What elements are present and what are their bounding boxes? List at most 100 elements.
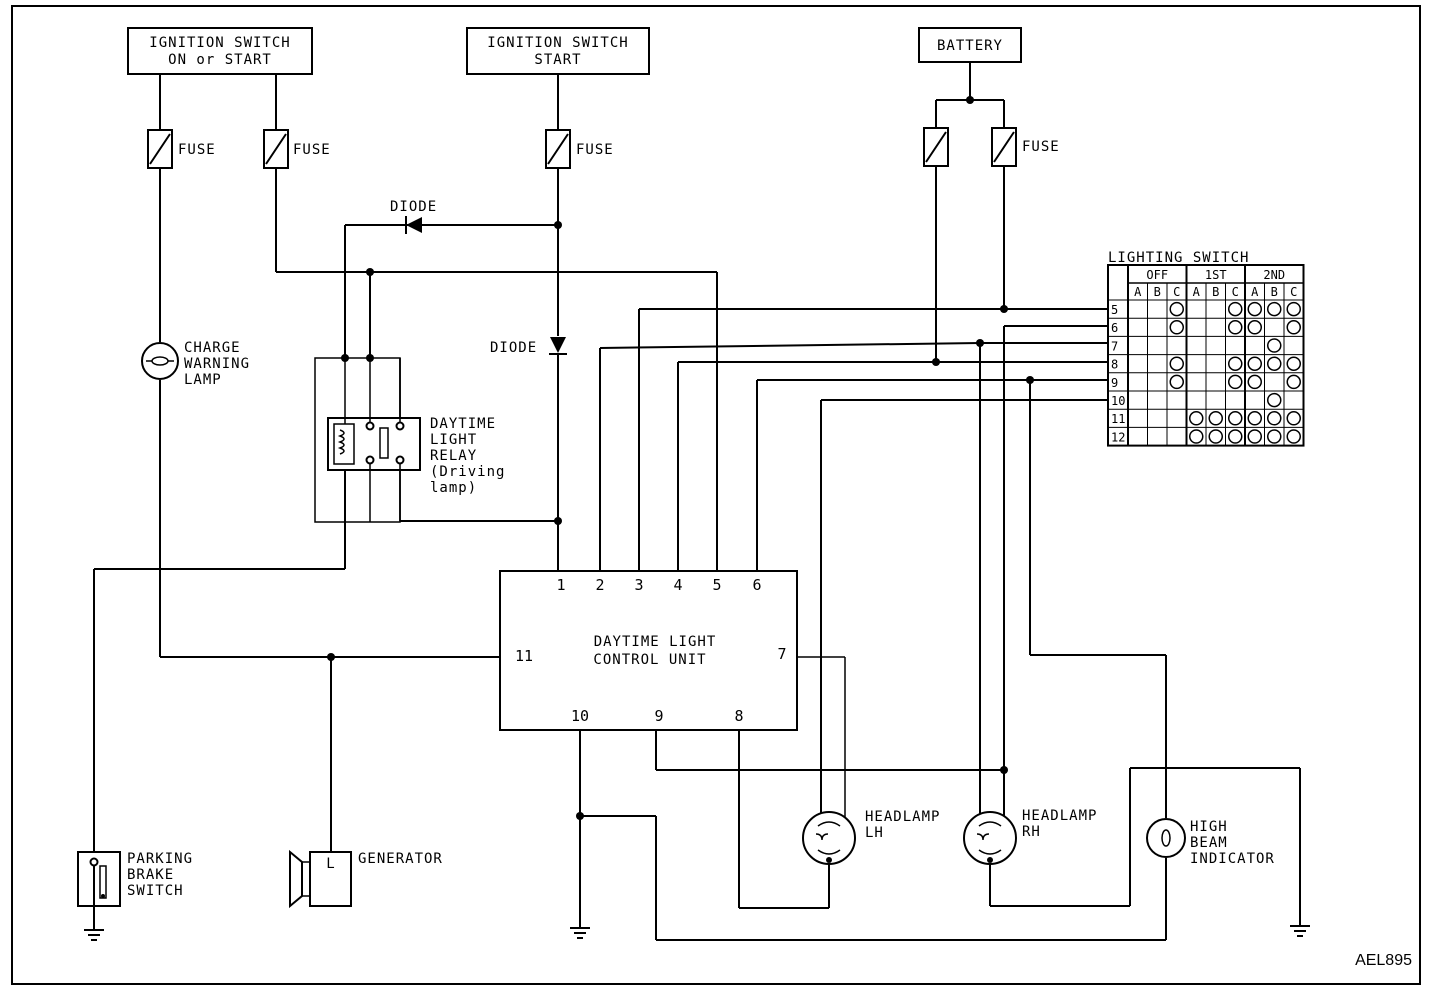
pin-11: 11 (515, 647, 533, 665)
fuse-3-label: FUSE (576, 142, 614, 158)
charge-warning-lamp: CHARGE WARNING LAMP (141, 340, 250, 388)
lighting-switch-contact (1286, 320, 1301, 335)
lighting-switch-contact (1169, 301, 1184, 317)
generator: L GENERATOR (289, 849, 443, 909)
lighting-switch-subcol-a: A (1251, 285, 1259, 299)
fuse-2: FUSE (263, 74, 331, 169)
lighting-switch-contact (1169, 320, 1184, 335)
headlamp-rh-line2: RH (1022, 824, 1041, 840)
pin-5: 5 (712, 576, 721, 594)
diode-1: DIODE (390, 199, 437, 234)
lighting-switch-contact (1286, 411, 1301, 426)
charge-lamp-line2: WARNING (184, 356, 250, 372)
lighting-switch-subcol-c: C (1232, 285, 1239, 299)
ignition-start-line2: START (534, 52, 581, 68)
battery-box: BATTERY (918, 27, 1022, 63)
ground-icon (84, 929, 104, 941)
lighting-switch-position-1st: 1ST (1205, 268, 1227, 282)
high-beam-indicator: HIGH BEAM INDICATOR (1146, 818, 1275, 867)
lighting-switch-contact (1228, 411, 1243, 426)
ignition-start-line1: IGNITION SWITCH (487, 35, 628, 51)
lighting-switch-contact (1247, 374, 1262, 390)
lighting-switch-contact (1228, 301, 1243, 317)
ground-icon (1290, 925, 1310, 937)
ground-icon (570, 927, 590, 939)
battery-fuse-label: FUSE (1022, 139, 1060, 155)
lighting-switch-subcol-a: A (1134, 285, 1142, 299)
control-unit-title-line2: CONTROL UNIT (593, 652, 706, 668)
pin-1: 1 (556, 576, 565, 594)
headlamp-lh: HEADLAMP LH (802, 809, 940, 865)
daytime-light-control-unit: DAYTIME LIGHT CONTROL UNIT 1 2 3 4 5 6 7… (499, 570, 798, 731)
diagram-reference: AEL895 (1355, 952, 1412, 969)
lighting-switch-title: LIGHTING SWITCH (1108, 250, 1249, 266)
lighting-switch-contact (1228, 429, 1243, 444)
lighting-switch-subcol-b: B (1154, 285, 1161, 299)
fuse-2-label: FUSE (293, 142, 331, 158)
lighting-switch-contact (1267, 301, 1282, 317)
pin-9: 9 (654, 707, 663, 725)
diode-2-label: DIODE (490, 340, 537, 356)
high-beam-line1: HIGH (1190, 819, 1228, 835)
ignition-on-start-line1: IGNITION SWITCH (149, 35, 290, 51)
diagram-frame (11, 5, 1421, 985)
parking-brake-line2: BRAKE (127, 867, 174, 883)
battery-fuses: FUSE (923, 62, 1060, 167)
parking-brake-line1: PARKING (127, 851, 193, 867)
lighting-switch-contact (1286, 356, 1301, 371)
high-beam-line3: INDICATOR (1190, 851, 1275, 867)
lighting-switch-row-label: 10 (1111, 394, 1125, 408)
lighting-switch-subcol-b: B (1271, 285, 1278, 299)
relay-line5: lamp) (430, 480, 477, 496)
fuse-1: FUSE (147, 74, 215, 169)
pin-6: 6 (752, 576, 761, 594)
lighting-switch-row-label: 5 (1111, 303, 1118, 317)
relay-line1: DAYTIME (430, 416, 496, 432)
lighting-switch-row-label: 8 (1111, 358, 1118, 372)
lighting-switch-contact (1228, 356, 1243, 371)
lighting-switch-contact (1169, 374, 1184, 390)
lighting-switch-contact (1247, 301, 1262, 317)
pin-7: 7 (777, 645, 786, 663)
diode-2: DIODE (490, 337, 567, 356)
diode-1-label: DIODE (390, 199, 437, 215)
lighting-switch-contact (1247, 320, 1262, 335)
generator-terminal: L (326, 856, 335, 872)
parking-brake-switch: PARKING BRAKE SWITCH (77, 851, 193, 930)
relay-line3: RELAY (430, 448, 477, 464)
lighting-switch-contact (1208, 411, 1223, 426)
generator-label: GENERATOR (358, 851, 443, 867)
headlamp-lh-line1: HEADLAMP (865, 809, 940, 825)
lighting-switch-subcol-c: C (1173, 285, 1180, 299)
charge-lamp-line3: LAMP (184, 372, 222, 388)
lighting-switch-position-off: OFF (1146, 268, 1168, 282)
lighting-switch-contact (1169, 356, 1184, 371)
lighting-switch-contact (1267, 356, 1282, 371)
pin-8: 8 (734, 707, 743, 725)
lighting-switch-contact (1267, 429, 1282, 444)
high-beam-line2: BEAM (1190, 835, 1228, 851)
lighting-switch-subcol-a: A (1193, 285, 1201, 299)
charge-lamp-line1: CHARGE (184, 340, 241, 356)
lighting-switch-contact (1267, 392, 1282, 408)
lighting-switch-row-label: 11 (1111, 412, 1125, 426)
pin-2: 2 (595, 576, 604, 594)
lighting-switch-position-2nd: 2ND (1263, 268, 1285, 282)
daytime-light-relay: DAYTIME LIGHT RELAY (Driving lamp) (314, 354, 504, 523)
wires (93, 166, 1301, 941)
relay-line2: LIGHT (430, 432, 477, 448)
lighting-switch-contact (1286, 429, 1301, 444)
lighting-switch-row-label: 6 (1111, 321, 1118, 335)
lighting-switch-row-label: 7 (1111, 339, 1118, 353)
lighting-switch-contact (1208, 429, 1223, 444)
lighting-switch-contact (1189, 411, 1204, 426)
ignition-start-box: IGNITION SWITCH START (466, 27, 650, 75)
lighting-switch-contact (1247, 411, 1262, 426)
lighting-switch-contact (1247, 356, 1262, 371)
ignition-on-start-line2: ON or START (168, 52, 272, 68)
lighting-switch-contact (1286, 374, 1301, 390)
lighting-switch-contact (1286, 301, 1301, 317)
ignition-on-start-box: IGNITION SWITCH ON or START (127, 27, 313, 75)
